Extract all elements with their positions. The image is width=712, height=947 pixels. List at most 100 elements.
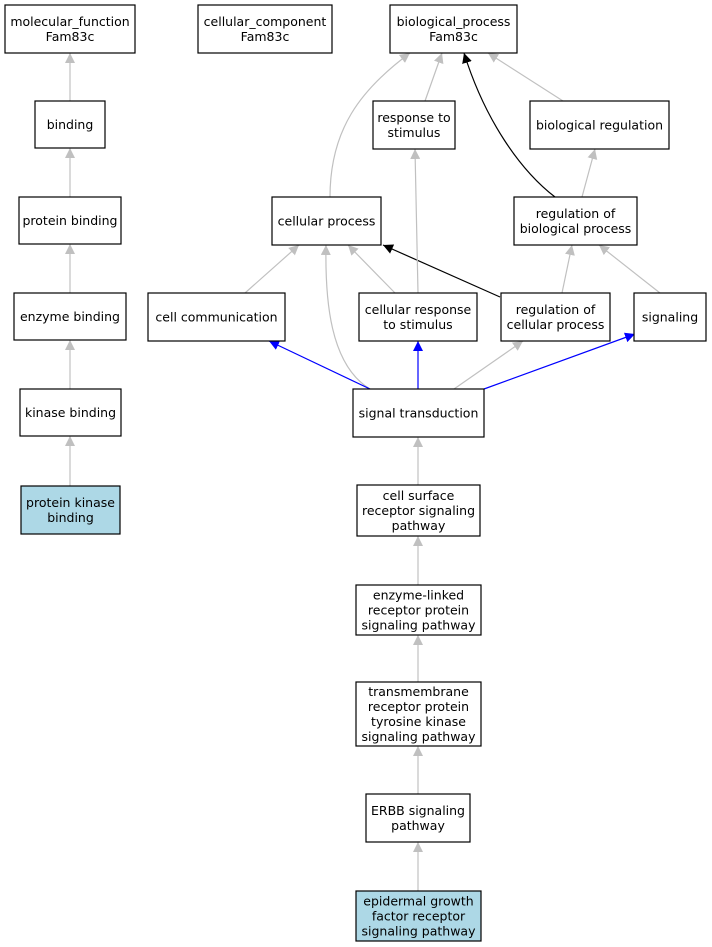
node-label-line: Fam83c xyxy=(46,29,95,44)
node-box xyxy=(358,292,478,342)
node-box xyxy=(500,292,611,342)
edge-regulation_of_biological_process-to-biological_regulation xyxy=(581,148,598,198)
node-label-line: cell surface xyxy=(383,488,455,503)
node-label-line: signaling pathway xyxy=(362,618,477,633)
node-label-line: kinase binding xyxy=(25,405,116,420)
node-box xyxy=(355,584,482,636)
node-label-line: biological process xyxy=(520,221,632,236)
node-box xyxy=(4,4,136,54)
edge-regulation_of_cellular_process-to-regulation_of_biological_process xyxy=(561,244,575,294)
node-label-line: ERBB signaling xyxy=(371,803,465,818)
node-label-line: regulation of xyxy=(536,206,616,221)
node-label-line: molecular_function xyxy=(10,14,129,29)
node-label-line: cellular process xyxy=(507,317,605,332)
node-label-line: transmembrane xyxy=(368,684,469,699)
node-label-line: Fam83c xyxy=(241,29,290,44)
node-box xyxy=(529,100,670,150)
node-biological-regulation: biological regulation xyxy=(529,100,670,150)
edge-cellular_response_to_stimulus-to-cellular_process xyxy=(347,244,396,294)
node-box xyxy=(355,890,482,942)
node-label-line: cell communication xyxy=(155,310,277,325)
node-box xyxy=(18,196,122,245)
edge-regulation_of_cellular_process-to-cellular_process xyxy=(382,244,501,298)
node-label-line: pathway xyxy=(391,818,445,833)
node-layer: molecular_functionFam83ccellular_compone… xyxy=(4,4,707,942)
node-label-line: enzyme-linked xyxy=(373,588,464,603)
node-cell-communication: cell communication xyxy=(147,292,286,342)
node-box xyxy=(34,100,106,149)
edge-signaling-to-regulation_of_biological_process xyxy=(598,244,661,294)
edge-layer xyxy=(65,52,661,891)
edge-cellular_process-to-biological_process xyxy=(329,52,411,198)
node-signaling: signaling xyxy=(633,292,707,342)
node-box xyxy=(513,196,638,246)
node-signal-transduction: signal transduction xyxy=(352,388,485,438)
edge-signal_transduction-to-signaling xyxy=(483,332,636,390)
edge-signal_transduction-to-cellular_process xyxy=(320,244,371,390)
node-box xyxy=(147,292,286,342)
node-box xyxy=(352,388,485,438)
node-label-line: binding xyxy=(47,510,94,525)
edge-cell_communication-to-cellular_process xyxy=(244,244,300,294)
node-label-line: tyrosine kinase xyxy=(371,714,466,729)
node-label-line: response to xyxy=(377,110,450,125)
node-label-line: Fam83c xyxy=(429,29,478,44)
node-box xyxy=(13,292,127,341)
node-label-line: enzyme binding xyxy=(20,309,120,324)
node-label-line: signaling pathway xyxy=(362,729,477,744)
edge-response_to_stimulus-to-biological_process xyxy=(424,52,444,102)
node-box xyxy=(355,681,482,747)
node-label-line: biological regulation xyxy=(536,118,663,133)
node-label-line: stimulus xyxy=(388,125,441,140)
edge-biological_regulation-to-biological_process xyxy=(487,52,564,102)
node-box xyxy=(365,793,471,843)
edge-cellular_response_to_stimulus-to-response_to_stimulus xyxy=(410,148,421,294)
node-label-line: biological_process xyxy=(397,14,511,29)
node-cellular-process: cellular process xyxy=(271,196,382,246)
node-label-line: pathway xyxy=(392,518,446,533)
node-box xyxy=(633,292,707,342)
node-label-line: receptor protein xyxy=(368,699,469,714)
node-box xyxy=(20,485,121,535)
node-box xyxy=(372,100,456,150)
node-box xyxy=(389,4,518,54)
node-box xyxy=(271,196,382,246)
node-label-line: protein binding xyxy=(22,213,117,228)
node-label-line: to stimulus xyxy=(383,317,452,332)
edge-signal_transduction-to-cell_communication xyxy=(268,340,371,390)
edge-regulation_of_biological_process-to-biological_process xyxy=(462,52,556,198)
node-label-line: epidermal growth xyxy=(363,894,473,909)
node-protein-binding: protein binding xyxy=(18,196,122,245)
node-label-line: cellular response xyxy=(365,302,472,317)
node-label-line: signal transduction xyxy=(359,406,479,421)
edge-signal_transduction-to-regulation_of_cellular_process xyxy=(453,340,524,390)
node-box xyxy=(19,388,122,437)
node-label-line: protein kinase xyxy=(26,495,115,510)
node-enzyme-binding: enzyme binding xyxy=(13,292,127,341)
node-label-line: cellular_component xyxy=(204,14,327,29)
node-label-line: signaling xyxy=(642,310,698,325)
node-label-line: regulation of xyxy=(516,302,596,317)
node-kinase-binding: kinase binding xyxy=(19,388,122,437)
node-label-line: receptor signaling xyxy=(362,503,475,518)
node-label-line: receptor protein xyxy=(368,603,469,618)
node-box xyxy=(197,4,333,54)
node-box xyxy=(356,484,481,537)
node-label-line: cellular process xyxy=(278,214,376,229)
node-label-line: signaling pathway xyxy=(362,924,477,939)
node-binding: binding xyxy=(34,100,106,149)
